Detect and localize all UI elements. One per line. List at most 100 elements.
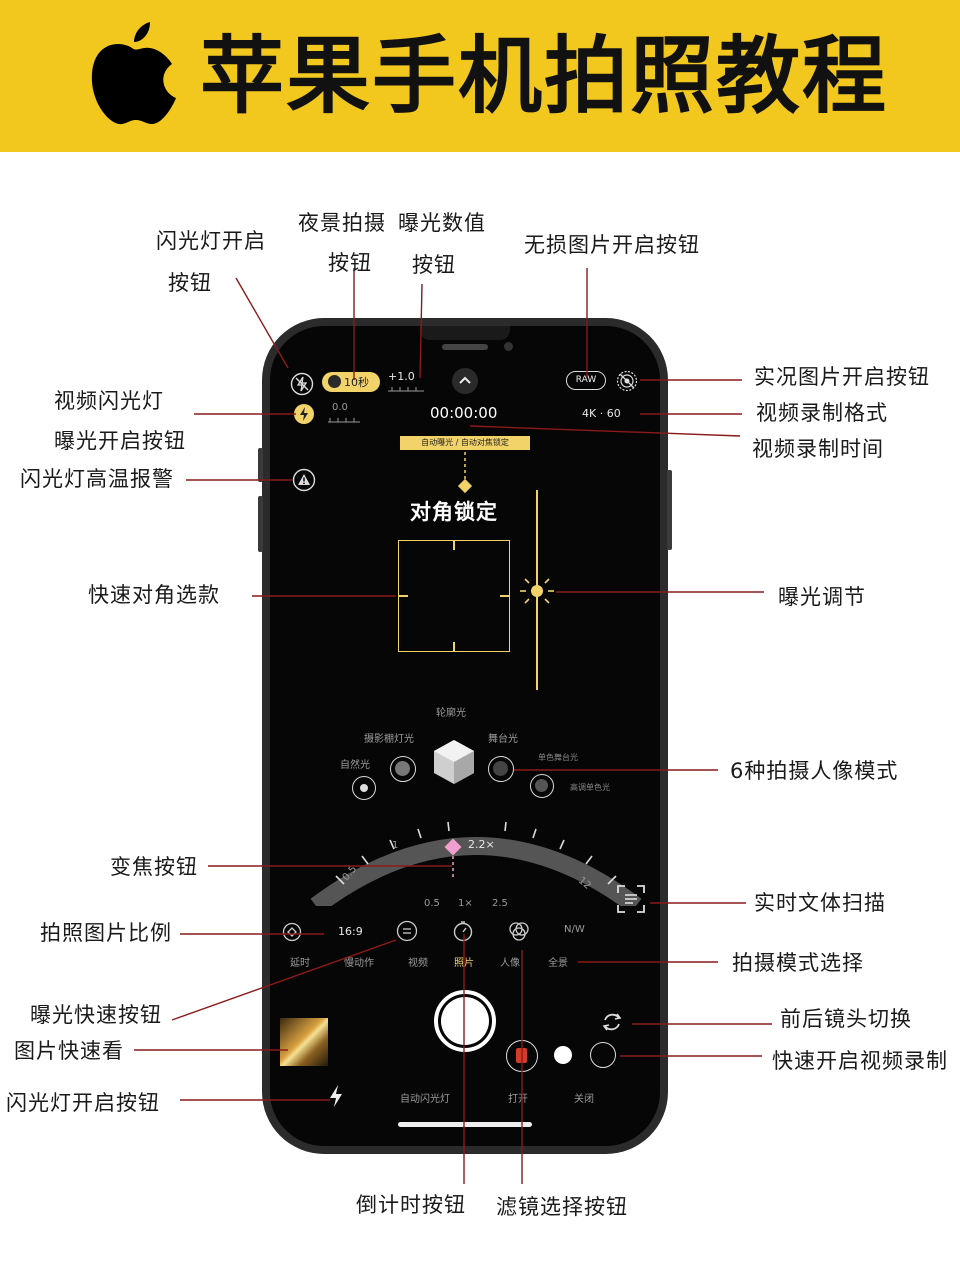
- mode-slowmo[interactable]: 慢动作: [344, 958, 374, 969]
- power-button: [667, 470, 672, 550]
- sun-icon[interactable]: [518, 572, 556, 610]
- label-flash-button: 闪光灯开启按钮: [6, 1091, 160, 1115]
- label-video-flash: 视频闪光灯: [54, 389, 164, 413]
- focus-square[interactable]: [398, 540, 510, 652]
- flash-off-icon[interactable]: [290, 372, 314, 396]
- label-gallery: 图片快速看: [14, 1039, 124, 1063]
- aspect-ratio-button[interactable]: 16:9: [338, 925, 363, 938]
- flash-off[interactable]: 关闭: [574, 1094, 594, 1105]
- portrait-studio-icon[interactable]: [390, 756, 416, 782]
- portrait-stage[interactable]: 舞台光: [488, 734, 518, 745]
- zoom-05-button[interactable]: 0.5: [424, 898, 440, 909]
- portrait-stage-mono[interactable]: 单色舞台光: [538, 753, 578, 762]
- zoom-1-button[interactable]: 1×: [458, 898, 473, 909]
- header-banner: 苹果手机拍照教程: [0, 0, 960, 152]
- label-exposure-adjust: 曝光调节: [778, 585, 866, 609]
- label-filter: 滤镜选择按钮: [496, 1195, 628, 1219]
- label-video-format: 视频录制格式: [756, 401, 888, 425]
- mode-pano[interactable]: 全景: [548, 958, 568, 969]
- label-flash-on-2: 按钮: [168, 271, 212, 295]
- mode-photo[interactable]: 照片: [454, 958, 474, 969]
- ae-af-lock-banner: 自动曝光 / 自动对焦锁定: [400, 436, 530, 450]
- exposure-scale-icon: [388, 387, 424, 392]
- timer-icon[interactable]: [452, 920, 474, 942]
- flash-icon[interactable]: [328, 1084, 344, 1108]
- mode-video[interactable]: 视频: [408, 958, 428, 969]
- portrait-natural-icon[interactable]: [352, 776, 376, 800]
- speaker-grille: [442, 344, 488, 350]
- home-indicator: [398, 1122, 532, 1127]
- label-raw: 无损图片开启按钮: [524, 233, 700, 257]
- portrait-studio[interactable]: 摄影棚灯光: [364, 734, 414, 745]
- flash-auto[interactable]: 自动闪光灯: [400, 1094, 450, 1105]
- zoom-value: 2.2×: [468, 838, 495, 851]
- label-flash-heat: 闪光灯高温报警: [20, 467, 174, 491]
- focus-lock-connector: [457, 452, 473, 494]
- portrait-contour[interactable]: 轮廓光: [436, 708, 466, 719]
- recording-timer: 00:00:00: [430, 404, 498, 422]
- zoom-pink-marker[interactable]: [442, 836, 466, 880]
- filter-quick-button[interactable]: [506, 1040, 538, 1072]
- night-mode-value: 10秒: [344, 376, 369, 389]
- lock-label: 对角锁定: [410, 500, 498, 524]
- chevron-up-icon: [459, 376, 471, 384]
- label-aspect-ratio: 拍照图片比例: [40, 921, 172, 945]
- text-scan-icon[interactable]: [616, 884, 646, 914]
- label-exposure-value: 曝光数值: [398, 211, 486, 235]
- exposure-quick-icon[interactable]: [282, 922, 302, 942]
- front-camera-icon: [504, 342, 513, 351]
- photo-toggle-dot[interactable]: [554, 1046, 572, 1064]
- camera-flip-icon[interactable]: [600, 1010, 624, 1034]
- portrait-cube-icon[interactable]: [432, 738, 476, 786]
- mono-filter-badge[interactable]: N/W: [564, 924, 585, 935]
- label-video-time: 视频录制时间: [752, 437, 884, 461]
- flash-on[interactable]: 打开: [508, 1094, 528, 1105]
- portrait-stage-icon[interactable]: [488, 756, 514, 782]
- shutter-button[interactable]: [434, 990, 496, 1052]
- label-text-scan: 实时文体扫描: [754, 891, 886, 915]
- portrait-natural[interactable]: 自然光: [340, 760, 370, 771]
- notch: [420, 326, 510, 340]
- label-exposure-value-2: 按钮: [412, 253, 456, 277]
- zoom-dial[interactable]: [306, 796, 646, 906]
- label-quick-video: 快速开启视频录制: [772, 1049, 948, 1073]
- apple-logo-icon: [91, 22, 176, 125]
- portrait-mono-icon[interactable]: [530, 774, 554, 798]
- video-format-toggle[interactable]: 4K · 60: [582, 407, 621, 420]
- night-mode-button[interactable]: 10秒: [322, 372, 380, 392]
- exposure-compensation-icon[interactable]: [396, 920, 418, 942]
- label-exposure-on: 曝光开启按钮: [54, 429, 186, 453]
- label-night-2: 按钮: [328, 251, 372, 275]
- gallery-thumbnail[interactable]: [280, 1018, 328, 1066]
- camera-screen: 10秒 +1.0 RAW 0.0 00:00:00 4K · 60: [270, 326, 660, 1146]
- moon-icon: [328, 375, 341, 388]
- label-zoom: 变焦按钮: [110, 855, 198, 879]
- label-quick-focus: 快速对角选款: [88, 583, 220, 607]
- volume-button: [258, 496, 263, 552]
- controls-toggle-button[interactable]: [452, 368, 478, 394]
- lightning-icon: [300, 407, 308, 421]
- page-title: 苹果手机拍照教程: [200, 27, 889, 125]
- label-lens-switch: 前后镜头切换: [780, 1007, 912, 1031]
- volume-button: [258, 448, 263, 482]
- label-portrait-modes: 6种拍摄人像模式: [730, 759, 899, 783]
- portrait-high-key[interactable]: 高调单色光: [570, 783, 610, 792]
- warning-icon: [292, 468, 316, 492]
- exposure-value[interactable]: +1.0: [388, 370, 415, 383]
- label-flash-on: 闪光灯开启: [156, 229, 266, 253]
- filter-icon[interactable]: [508, 920, 530, 942]
- raw-button[interactable]: RAW: [566, 371, 606, 390]
- label-night: 夜景拍摄: [298, 211, 386, 235]
- label-timer: 倒计时按钮: [356, 1193, 466, 1217]
- video-flash-button[interactable]: [294, 404, 314, 424]
- label-live-photo: 实况图片开启按钮: [754, 365, 930, 389]
- exposure-scale-value[interactable]: 0.0: [332, 402, 348, 413]
- mode-timelapse[interactable]: 延时: [290, 958, 310, 969]
- mode-portrait[interactable]: 人像: [500, 958, 520, 969]
- live-photo-icon[interactable]: [616, 370, 638, 392]
- zoom-25-button[interactable]: 2.5: [492, 898, 508, 909]
- quick-video-button[interactable]: [590, 1042, 616, 1068]
- dial-one-label: 1: [392, 840, 399, 851]
- exposure-slider-icon: [328, 418, 360, 423]
- label-mode-select: 拍摄模式选择: [732, 951, 864, 975]
